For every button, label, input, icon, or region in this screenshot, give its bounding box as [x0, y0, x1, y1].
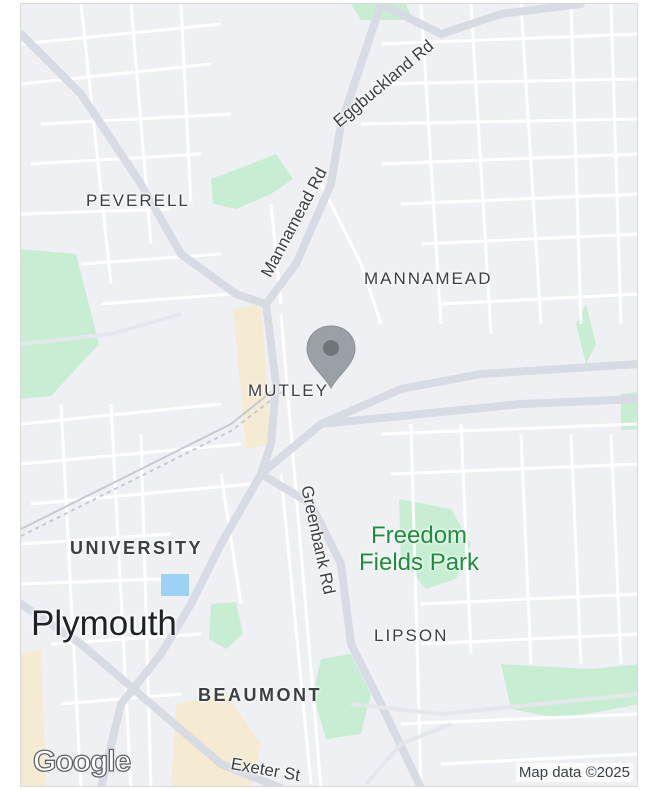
park-areas	[21, 4, 637, 739]
district-label-peverell: PEVERELL	[86, 191, 190, 210]
map-pin-icon[interactable]	[303, 324, 359, 390]
district-label-university: UNIVERSITY	[70, 538, 204, 558]
minor-streets	[21, 4, 637, 786]
district-label-mannamead: MANNAMEAD	[364, 269, 493, 288]
railway	[21, 383, 284, 537]
park-label-line2: Fields Park	[359, 549, 480, 576]
map-canvas[interactable]	[21, 4, 638, 787]
map-view[interactable]: PEVERELL MANNAMEAD MUTLEY UNIVERSITY LIP…	[20, 3, 638, 787]
google-logo[interactable]: Google	[32, 744, 132, 778]
park-label-freedom-fields: Freedom Fields Park	[359, 522, 479, 576]
commercial-areas	[21, 304, 271, 786]
map-attribution[interactable]: Map data ©2025	[515, 763, 633, 782]
district-label-beaumont: BEAUMONT	[198, 685, 322, 705]
city-label-plymouth: Plymouth	[31, 604, 177, 643]
water-area	[161, 574, 189, 596]
secondary-roads	[21, 312, 637, 786]
district-label-lipson: LIPSON	[374, 626, 449, 645]
district-label-mutley: MUTLEY	[248, 381, 329, 400]
park-label-line1: Freedom	[371, 522, 468, 549]
major-roads	[21, 4, 637, 786]
